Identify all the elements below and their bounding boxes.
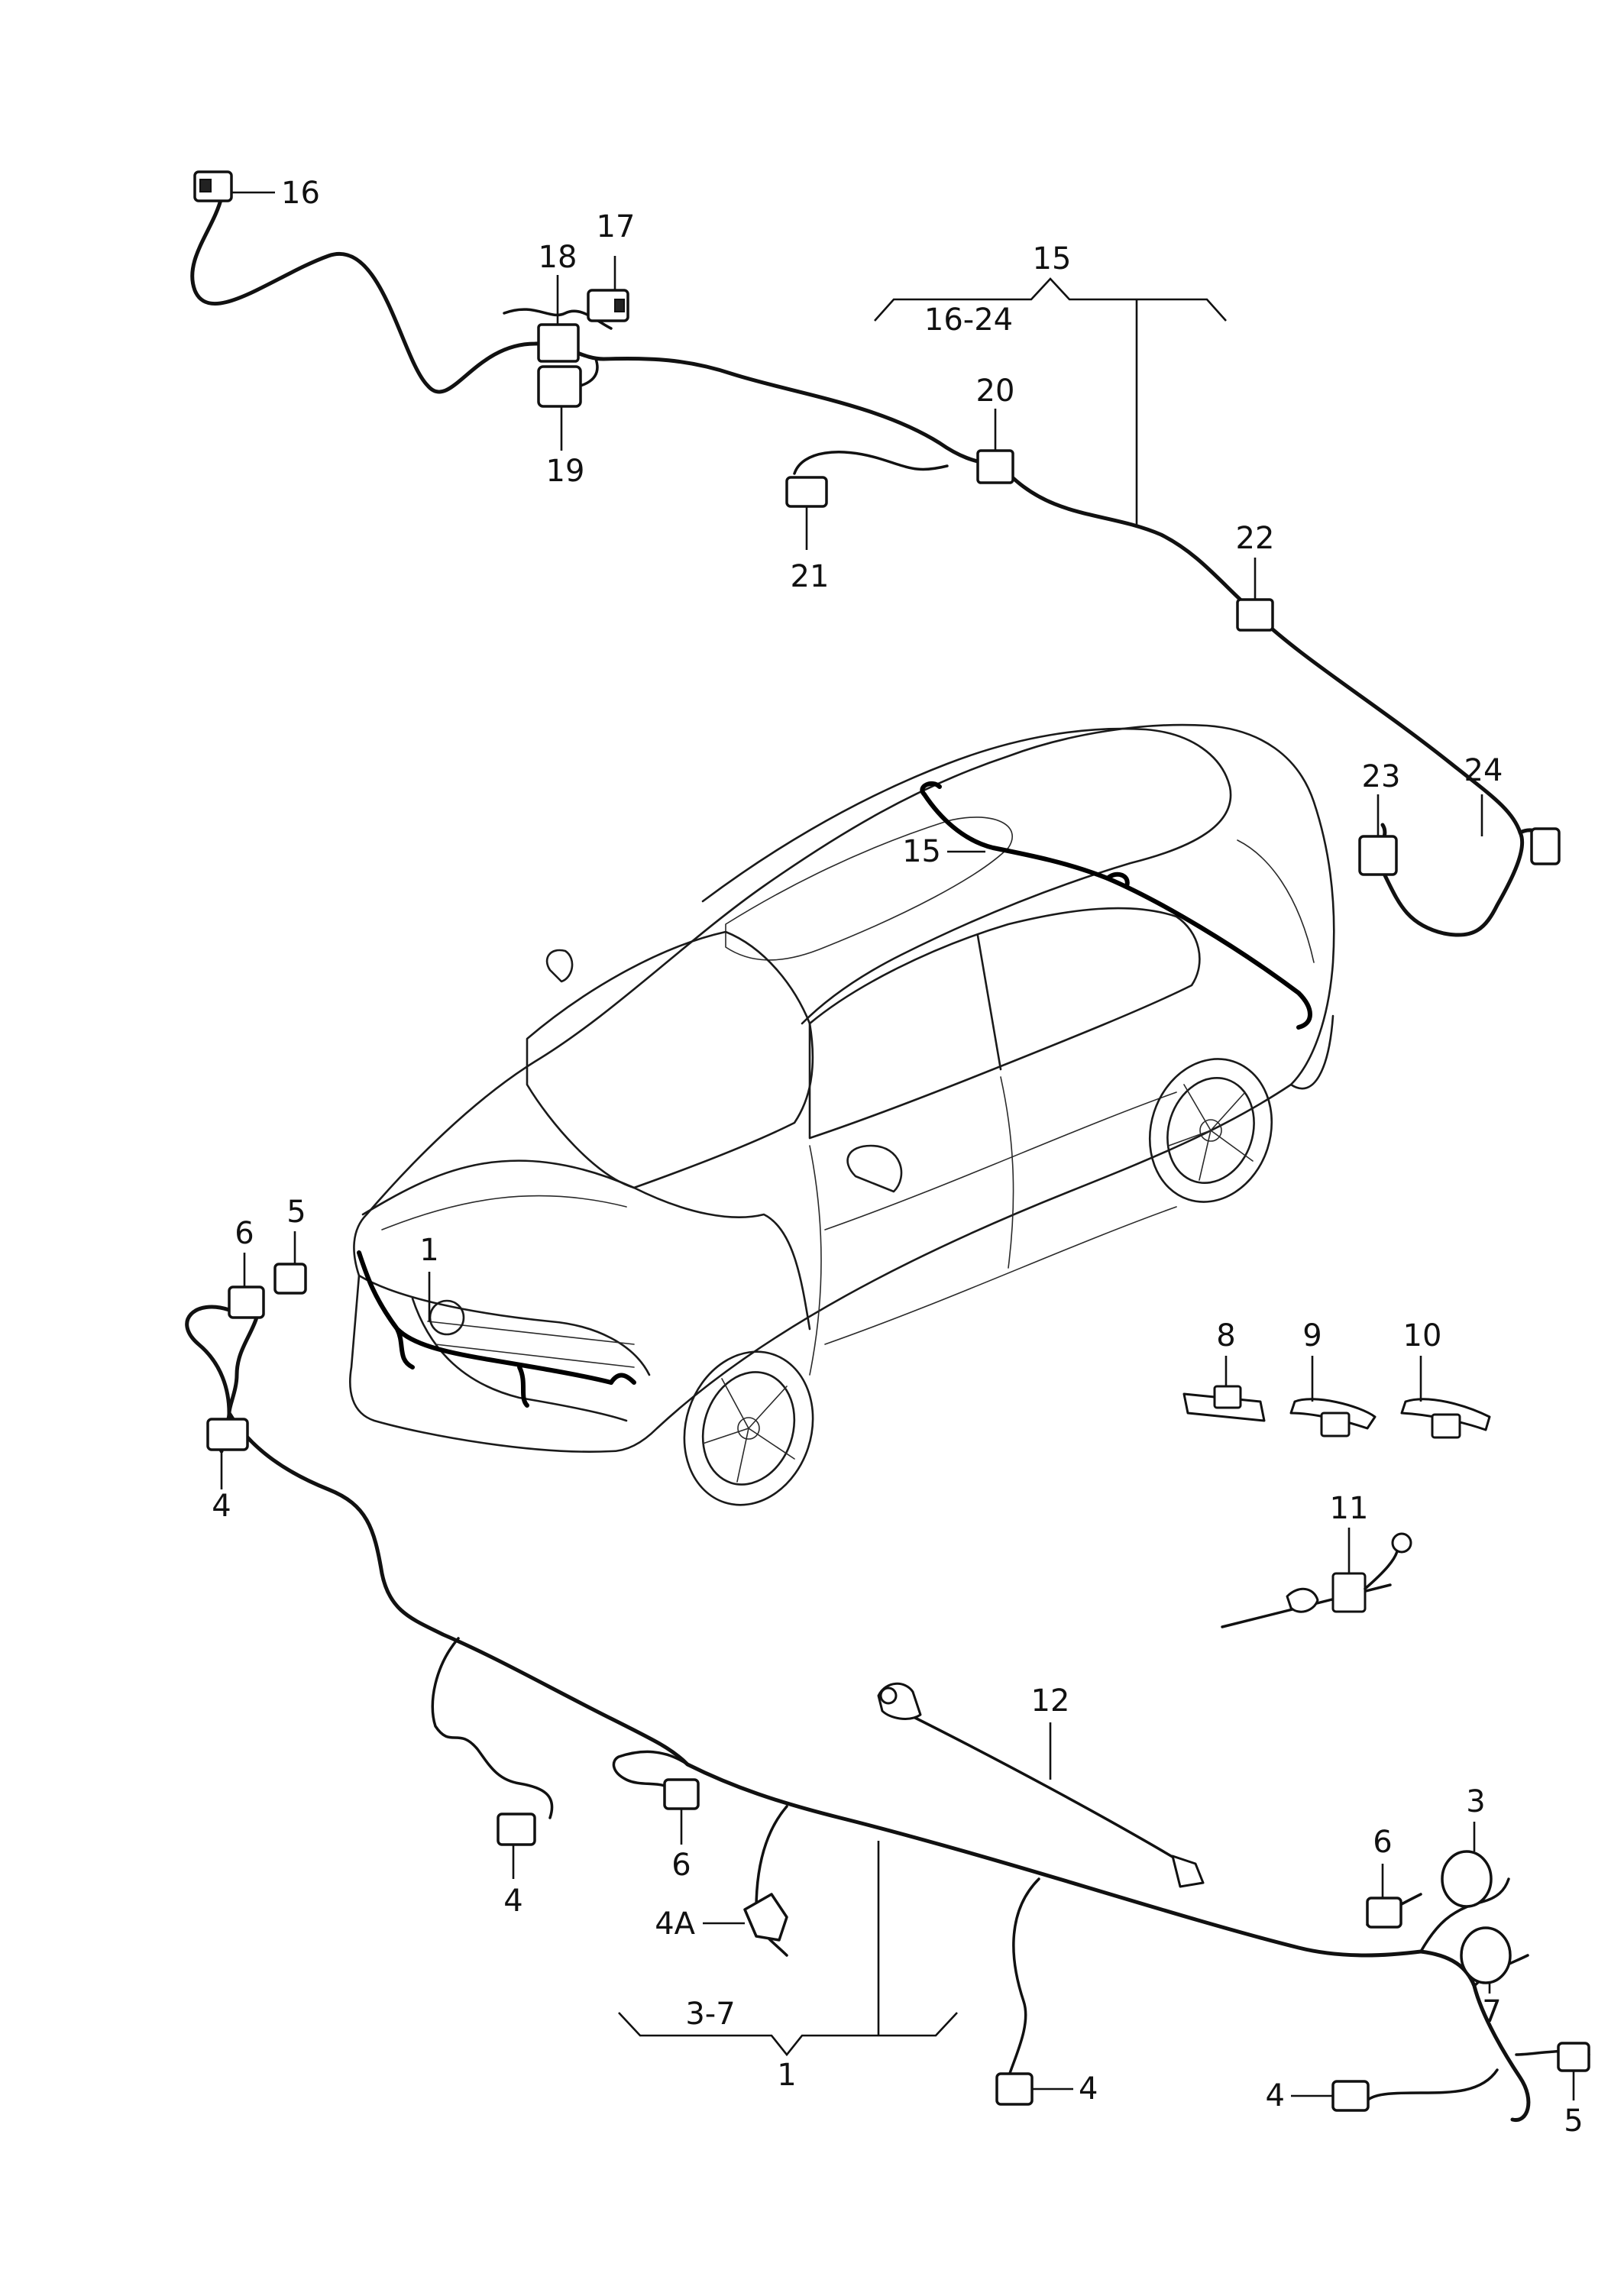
sensor-4a [743, 1893, 788, 1942]
callout-1-car: 1 [419, 1233, 438, 1268]
connector-6-left [228, 1285, 265, 1319]
callout-16-24: 16-24 [924, 302, 1013, 338]
cable-12 [907, 1713, 1186, 1865]
callout-5-right: 5 [1564, 2104, 1583, 2139]
connector-5-right [1557, 2042, 1590, 2072]
callout-16: 16 [281, 176, 320, 211]
callout-22: 22 [1236, 521, 1275, 556]
callout-6-mid: 6 [671, 1848, 691, 1883]
callout-12: 12 [1031, 1683, 1070, 1719]
connector-4-mid [497, 1813, 536, 1846]
callout-6-left: 6 [235, 1216, 254, 1251]
callout-11: 11 [1330, 1491, 1369, 1526]
callout-5-left: 5 [286, 1195, 306, 1230]
rear-harness-15 [190, 170, 1561, 937]
callout-9: 9 [1302, 1318, 1322, 1353]
connector-4-left [206, 1418, 249, 1451]
callout-23: 23 [1362, 759, 1401, 794]
callout-21: 21 [791, 559, 830, 594]
connector-5-left [273, 1263, 307, 1295]
connector-22 [1236, 598, 1274, 632]
rear-callouts: 16 17 18 19 20 21 22 23 24 15 16-24 [231, 176, 1503, 836]
connector-24 [1530, 827, 1561, 865]
front-harness-1 [185, 1263, 1590, 2122]
callout-7: 7 [1482, 1994, 1501, 2029]
callout-24: 24 [1464, 753, 1503, 788]
connector-6-mid [663, 1778, 700, 1810]
callout-4a: 4A [655, 1906, 695, 1942]
callout-3: 3 [1466, 1784, 1485, 1819]
connector-4-lower [995, 2072, 1034, 2106]
callout-4-mid: 4 [503, 1884, 522, 1919]
callout-10: 10 [1403, 1318, 1442, 1353]
connector-7 [1460, 1926, 1512, 1984]
connector-3 [1441, 1850, 1493, 1908]
connector-20 [976, 449, 1014, 484]
connector-23 [1358, 835, 1398, 876]
connector-21 [785, 476, 828, 508]
callout-17: 17 [597, 209, 636, 244]
callout-20: 20 [976, 374, 1015, 409]
callout-6-right: 6 [1373, 1825, 1392, 1860]
connector-19 [537, 365, 582, 408]
connector-4-right [1331, 2080, 1370, 2112]
callout-3-7: 3-7 [685, 1997, 735, 2032]
connector-17 [587, 289, 629, 322]
front-callouts: 6 5 4 4 6 4A 4 6 3 7 4 5 3-7 1 [212, 1195, 1583, 2139]
callout-4-lower: 4 [1079, 2071, 1098, 2107]
callout-15-car: 15 [902, 834, 941, 869]
connector-18 [537, 323, 580, 363]
callout-19: 19 [546, 454, 585, 489]
callout-15: 15 [1033, 241, 1072, 276]
callout-4-right: 4 [1266, 2078, 1285, 2113]
callout-4-left: 4 [212, 1489, 231, 1524]
connector-6-right [1366, 1897, 1402, 1929]
callout-1: 1 [777, 2058, 796, 2093]
loose-parts: 8 9 10 11 12 [877, 1318, 1491, 1888]
callout-8: 8 [1216, 1318, 1235, 1353]
callout-18: 18 [539, 240, 577, 275]
vehicle-illustration: 1 15 [349, 723, 1335, 1506]
